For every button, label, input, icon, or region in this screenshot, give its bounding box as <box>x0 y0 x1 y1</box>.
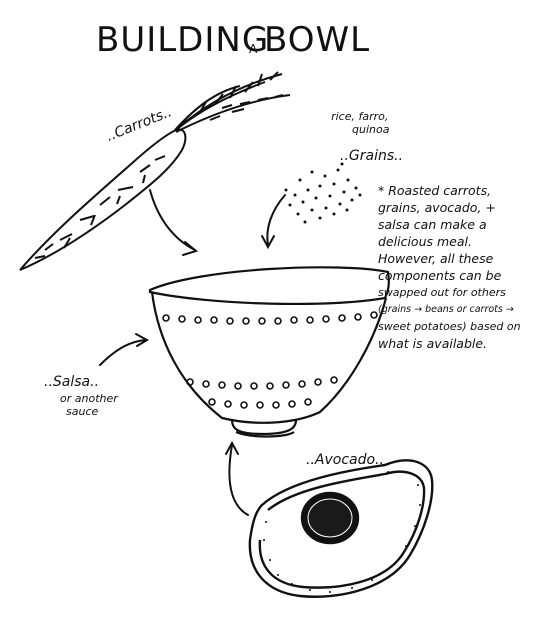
note-line: However, all these <box>378 251 494 266</box>
grains-options-line-1: rice, farro, <box>331 110 389 123</box>
grains-label: ..Grains.. <box>340 148 404 164</box>
grains-options-line-2: quinoa <box>352 123 390 136</box>
note-line: grains, avocado, + <box>378 200 496 215</box>
grains-drawing <box>284 162 362 224</box>
avocado-texture <box>263 471 421 593</box>
salsa-sub-line-1: or another <box>60 392 118 405</box>
carrot-drawing <box>19 71 291 271</box>
avocado-drawing <box>248 459 434 598</box>
note-line: swapped out for others <box>378 286 506 299</box>
arrow-carrots <box>149 189 196 251</box>
salsa-label: ..Salsa.. <box>44 374 100 390</box>
arrow-grains <box>266 194 286 246</box>
title-a: A <box>249 42 258 56</box>
bowl-drawing <box>148 266 390 438</box>
title-building: BUILDING <box>96 20 270 60</box>
note-line: components can be <box>378 268 502 283</box>
note-line: * Roasted carrots, <box>378 183 492 198</box>
arrow-avocado <box>228 444 249 516</box>
avocado-label: ..Avocado.. <box>306 452 384 468</box>
note-line: salsa can make a <box>378 217 487 232</box>
grains-options: rice, farro, quinoa <box>330 110 389 136</box>
salsa-sub: or another sauce <box>60 392 118 418</box>
title-bowl: BOWL <box>264 20 371 60</box>
note-text: * Roasted carrots, grains, avocado, + sa… <box>378 182 538 352</box>
salsa-sub-line-2: sauce <box>66 405 99 418</box>
note-line: what is available. <box>378 336 488 351</box>
note-line: (grains → beans or carrots → <box>378 304 514 315</box>
bowl-dots <box>162 311 378 409</box>
arrows <box>99 189 286 516</box>
note-line: delicious meal. <box>378 234 472 249</box>
note-line: sweet potatoes) based on <box>378 320 521 333</box>
arrow-salsa <box>99 339 146 366</box>
